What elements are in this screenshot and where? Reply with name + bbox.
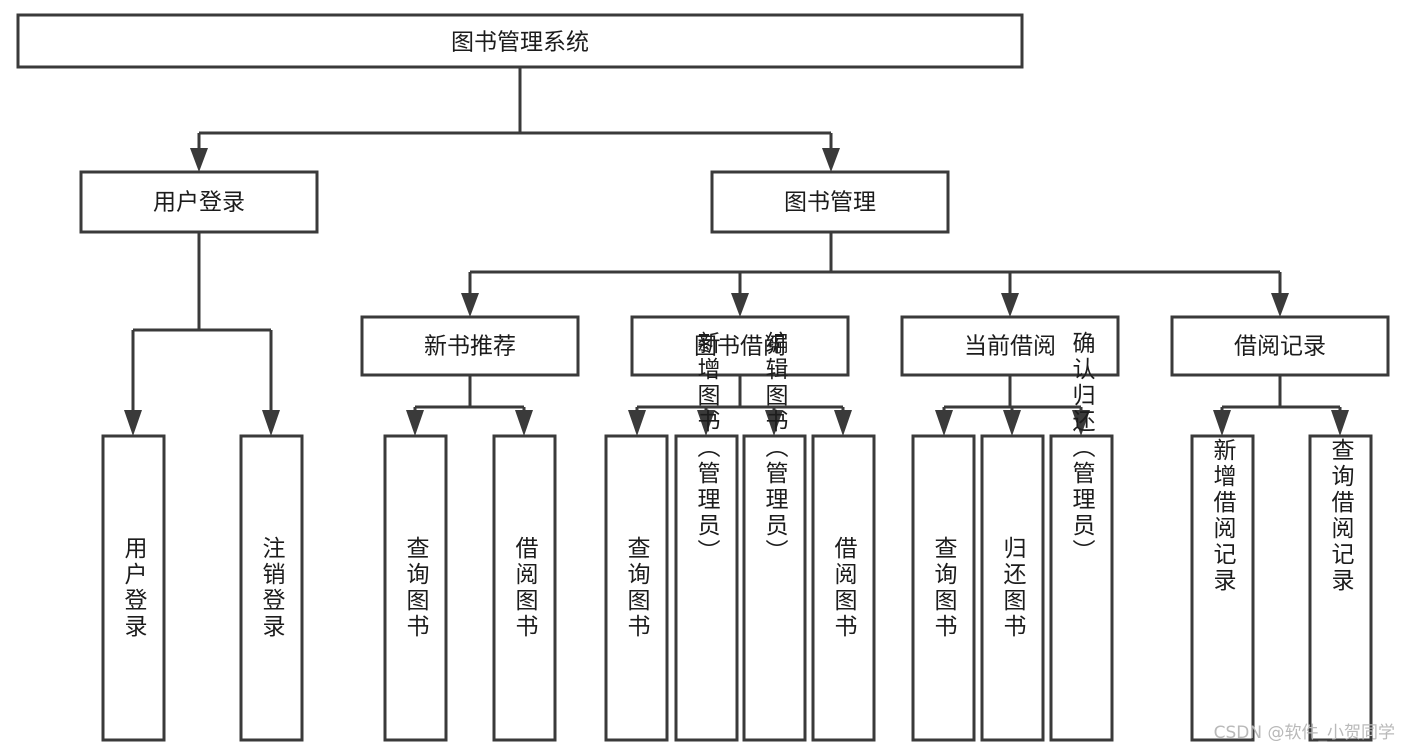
leaf-node-box[interactable] — [101, 434, 166, 742]
node-book-management[interactable]: 图书管理 — [710, 170, 950, 234]
leaf-node[interactable]: 查询图书 — [604, 434, 669, 742]
leaf-node-box[interactable] — [1049, 434, 1114, 742]
leaf-node-label: 归还图书 — [999, 536, 1027, 640]
arrow-head-user-login — [190, 148, 208, 172]
leaf-node[interactable]: 查询借阅记录 — [1308, 434, 1373, 742]
connector-layer — [124, 67, 1349, 436]
arrow-head-leaf-9 — [935, 410, 953, 436]
node-new-book-recommend-label: 新书推荐 — [424, 334, 516, 360]
node-user-login-box[interactable] — [79, 170, 319, 234]
leaf-node[interactable]: 借阅图书 — [811, 434, 876, 742]
leaf-node-label: 借阅图书 — [830, 536, 858, 640]
arrow-head-leaf-12 — [1213, 410, 1231, 436]
leaf-node-box[interactable] — [811, 434, 876, 742]
node-current-borrow[interactable]: 当前借阅 — [900, 315, 1120, 377]
node-book-borrow-label: 图书借阅 — [694, 334, 786, 360]
node-borrow-record-box[interactable] — [1170, 315, 1390, 377]
leaf-node[interactable]: 确认归还（管理员） — [1049, 331, 1114, 742]
leaf-node-box[interactable] — [239, 434, 304, 742]
arrow-head-leaf-10 — [1003, 410, 1021, 436]
node-book-borrow-box[interactable] — [630, 315, 850, 377]
arrow-head-leaf-11 — [1072, 410, 1090, 436]
node-user-login[interactable]: 用户登录 — [79, 170, 319, 234]
leaf-node-box[interactable] — [674, 434, 739, 742]
leaf-node-label: 借阅图书 — [511, 536, 539, 640]
leaf-node[interactable]: 新增图书（管理员） — [674, 331, 739, 742]
leaf-node-label: 查询图书 — [402, 536, 430, 640]
arrow-head-leaf-2 — [262, 410, 280, 436]
leaf-node-label: 新增借阅记录 — [1209, 438, 1237, 594]
arrow-head-current-borrow — [1001, 293, 1019, 317]
arrow-head-book-mgmt — [822, 148, 840, 172]
node-root[interactable]: 图书管理系统 — [16, 13, 1024, 69]
leaf-node-box[interactable] — [742, 434, 807, 742]
leaf-node[interactable]: 查询图书 — [911, 434, 976, 742]
arrow-head-borrow-record — [1271, 293, 1289, 317]
leaf-node-label: 编辑图书（管理员） — [761, 331, 789, 565]
leaf-node-box[interactable] — [1308, 434, 1373, 742]
arrow-head-leaf-13 — [1331, 410, 1349, 436]
leaf-node[interactable]: 查询图书 — [383, 434, 448, 742]
node-new-book-recommend-box[interactable] — [360, 315, 580, 377]
leaf-node-box[interactable] — [604, 434, 669, 742]
leaf-node-label: 新增图书（管理员） — [693, 331, 721, 565]
arrow-head-leaf-4 — [515, 410, 533, 436]
node-current-borrow-label: 当前借阅 — [964, 334, 1056, 360]
leaf-node-label: 用户登录 — [120, 536, 148, 640]
leaf-node-label: 查询图书 — [930, 536, 958, 640]
node-new-book-recommend[interactable]: 新书推荐 — [360, 315, 580, 377]
node-borrow-record-label: 借阅记录 — [1234, 334, 1326, 360]
leaf-node[interactable]: 用户登录 — [101, 434, 166, 742]
arrow-head-book-borrow — [731, 293, 749, 317]
node-book-management-label: 图书管理 — [784, 190, 876, 216]
arrow-head-leaf-6 — [697, 410, 715, 436]
arrow-head-leaf-8 — [834, 410, 852, 436]
node-book-borrow[interactable]: 图书借阅 — [630, 315, 850, 377]
leaf-node-box[interactable] — [1190, 434, 1255, 742]
leaf-node-box[interactable] — [911, 434, 976, 742]
leaf-node-label: 确认归还（管理员） — [1068, 331, 1096, 565]
leaf-node[interactable]: 借阅图书 — [492, 434, 557, 742]
node-borrow-record[interactable]: 借阅记录 — [1170, 315, 1390, 377]
leaf-node[interactable]: 归还图书 — [980, 434, 1045, 742]
arrow-head-leaf-3 — [406, 410, 424, 436]
leaf-node-label: 查询借阅记录 — [1327, 438, 1355, 594]
arrow-head-leaf-7 — [765, 410, 783, 436]
leaf-node-box[interactable] — [383, 434, 448, 742]
leaf-node[interactable]: 新增借阅记录 — [1190, 434, 1255, 742]
leaf-node[interactable]: 注销登录 — [239, 434, 304, 742]
arrow-head-leaf-5 — [628, 410, 646, 436]
node-root-label: 图书管理系统 — [451, 30, 589, 56]
arrow-head-leaf-1 — [124, 410, 142, 436]
node-user-login-label: 用户登录 — [153, 190, 245, 216]
node-current-borrow-box[interactable] — [900, 315, 1120, 377]
leaf-node-box[interactable] — [492, 434, 557, 742]
arrow-head-new-book — [461, 293, 479, 317]
node-book-management-box[interactable] — [710, 170, 950, 234]
leaf-node-label: 注销登录 — [258, 536, 286, 640]
leaf-node[interactable]: 编辑图书（管理员） — [742, 331, 807, 742]
leaf-node-label: 查询图书 — [623, 536, 651, 640]
leaf-node-box[interactable] — [980, 434, 1045, 742]
node-root-box[interactable] — [16, 13, 1024, 69]
